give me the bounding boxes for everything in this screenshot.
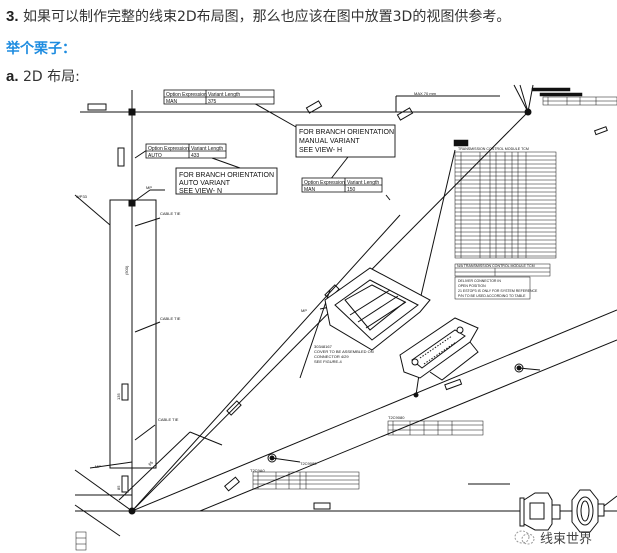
- sub-label: a.: [6, 68, 19, 85]
- point-3-paragraph: 3. 如果可以制作完整的线束2D布局图，那么也应该在图中放置3D的视图供参考。: [6, 6, 510, 26]
- deliver-note-line: OPEN POSITION: [458, 284, 486, 288]
- cable-tie-label: CABLE TIE: [160, 211, 181, 216]
- cover-3d-view: [324, 267, 431, 351]
- note-line: SEE VIEW- H: [299, 147, 342, 154]
- connector-3d-view: [399, 317, 479, 381]
- example-heading: 举个栗子：: [6, 41, 76, 57]
- mp-label: MP: [301, 308, 307, 313]
- deliver-note-line: DELIVER CONNECTOR IN: [458, 279, 501, 283]
- branch-diag-3: [131, 309, 617, 512]
- length-value: 375: [208, 99, 217, 105]
- note-auto-variant: FOR BRANCH ORIENTATION AUTO VARIANT SEE …: [175, 167, 278, 195]
- variant-length-header: Variant Length: [191, 146, 223, 152]
- option-value: MAN: [166, 99, 178, 105]
- point-number: 3.: [6, 8, 19, 25]
- sub-text: 2D 布局:: [22, 69, 80, 85]
- point-text: 如果可以制作完整的线束2D布局图，那么也应该在图中放置3D的视图供参考。: [22, 9, 511, 25]
- top-right-spec-table: [531, 87, 617, 106]
- sub-heading-2d-layout: a. 2D 布局:: [6, 66, 80, 86]
- length-label: 135: [116, 393, 121, 400]
- option-table-man-375: Option Expression Variant Length MAN 375: [163, 89, 275, 105]
- ref-label: T2C9080: [388, 415, 405, 420]
- deliver-note-line: 21 ESTOP3 IS ONLY FOR SYSTEM REFERENCE: [458, 289, 538, 293]
- cover-note-line: CONNECTOR 4/29: [314, 354, 349, 359]
- length-label: (500): [124, 265, 129, 275]
- option-value: MAN: [304, 187, 316, 193]
- tcm-table-title: TRANSMISSION CONTROL MODULE TCM: [458, 147, 529, 151]
- note-line: FOR BRANCH ORIENTATION: [299, 129, 394, 136]
- length-label: 85: [116, 485, 121, 490]
- cover-note-line: SEE FIGURE-4: [314, 359, 343, 364]
- note-line: AUTO VARIANT: [179, 180, 231, 187]
- mp-label: MP: [146, 185, 152, 190]
- connector-end-views: [519, 489, 617, 533]
- note-line: FOR BRANCH ORIENTATION: [179, 172, 274, 179]
- deliver-note-line: P/N TO BE USED ACCORDING TO TABLE: [458, 294, 526, 298]
- tcm-footer-title: N/A TRANSMISSION CONTROL MODULE TCM: [457, 264, 535, 268]
- ref-label: T2C9A0: [250, 468, 265, 473]
- watermark-text: 线束世界: [540, 532, 593, 547]
- wire-table-lower-left: [252, 471, 360, 490]
- option-expression-header: Option Expression: [166, 92, 207, 98]
- variant-length-header: Variant Length: [208, 92, 240, 98]
- branch-diag-2: [131, 214, 401, 512]
- branch-diag-4: [199, 339, 617, 512]
- option-table-man-150: Option Expression Variant Length MAN 150: [301, 177, 383, 193]
- note-line: MANUAL VARIANT: [299, 138, 360, 145]
- cable-tie-label: CABLE TIE: [160, 316, 181, 321]
- option-expression-header: Option Expression: [304, 180, 345, 186]
- variant-length-header: Variant Length: [347, 180, 379, 186]
- dimension-label: MAX 70 mm: [414, 91, 437, 96]
- tcm-connector-table: TRANSMISSION CONTROL MODULE TCM N/A TRAN…: [453, 139, 557, 300]
- option-value: AUTO: [148, 153, 162, 159]
- ref-label: T2C9080: [300, 461, 317, 466]
- cable-tie-label: CABLE TIE: [158, 417, 179, 422]
- cover-note-line: 30348167: [314, 344, 333, 349]
- wrap-label: WP33: [76, 194, 88, 199]
- length-value: 433: [191, 153, 200, 159]
- option-expression-header: Option Expression: [148, 146, 189, 152]
- cable-tie-zone: [109, 199, 157, 469]
- length-label: 65: [147, 459, 154, 466]
- length-value: 150: [347, 187, 356, 193]
- wire-table-lower-right: [387, 420, 484, 436]
- cover-note-line: COVER TO BE ASSEMBLED ON: [314, 349, 374, 354]
- note-manual-variant: FOR BRANCH ORIENTATION MANUAL VARIANT SE…: [295, 124, 396, 158]
- note-line: SEE VIEW- N: [179, 188, 222, 195]
- watermark: 线束世界: [514, 528, 592, 547]
- option-table-auto-433: Option Expression Variant Length AUTO 43…: [145, 143, 227, 159]
- wechat-icon: [514, 530, 535, 544]
- mp-label: MP: [95, 464, 101, 469]
